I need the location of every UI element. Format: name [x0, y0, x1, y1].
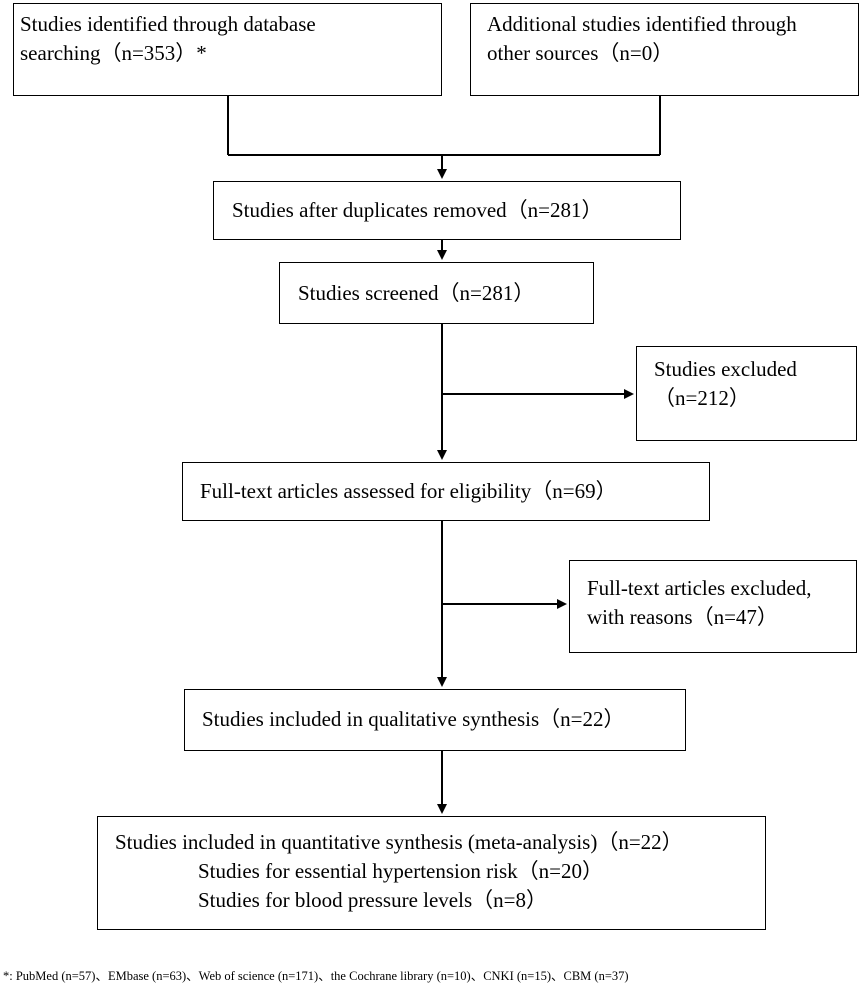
quantitative-synthesis-line3: Studies for blood pressure levels（n=8）: [198, 888, 547, 912]
screened-box: Studies screened（n=281）: [279, 262, 594, 324]
quantitative-synthesis-line1: Studies included in quantitative synthes…: [115, 830, 683, 854]
identified-other-line2: other sources（n=0）: [487, 41, 674, 65]
excluded-box: Studies excluded （n=212）: [636, 346, 857, 441]
fulltext-assessed-box: Full-text articles assessed for eligibil…: [182, 462, 710, 521]
qualitative-synthesis-box: Studies included in qualitative synthesi…: [184, 689, 686, 751]
source-footnote: *: PubMed (n=57)、EMbase (n=63)、Web of sc…: [3, 969, 629, 983]
quantitative-synthesis-box: Studies included in quantitative synthes…: [97, 816, 766, 930]
fulltext-excluded-line1: Full-text articles excluded,: [587, 576, 812, 600]
fulltext-assessed-text: Full-text articles assessed for eligibil…: [200, 479, 617, 503]
fulltext-excluded-box: Full-text articles excluded, with reason…: [569, 560, 857, 653]
identified-database-line2: searching（n=353）*: [20, 41, 207, 65]
duplicates-removed-box: Studies after duplicates removed（n=281）: [213, 181, 681, 240]
qualitative-synthesis-text: Studies included in qualitative synthesi…: [202, 707, 625, 731]
excluded-line1: Studies excluded: [654, 357, 797, 381]
identified-other-line1: Additional studies identified through: [487, 12, 797, 36]
identified-other-box: Additional studies identified through ot…: [470, 3, 859, 96]
screened-text: Studies screened（n=281）: [298, 281, 535, 305]
fulltext-excluded-line2: with reasons（n=47）: [587, 605, 778, 629]
duplicates-removed-text: Studies after duplicates removed（n=281）: [232, 198, 603, 222]
identified-database-line1: Studies identified through database: [20, 12, 316, 36]
excluded-line2: （n=212）: [654, 386, 750, 410]
quantitative-synthesis-line2: Studies for essential hypertension risk（…: [198, 859, 603, 883]
identified-database-box: Studies identified through database sear…: [13, 3, 442, 96]
